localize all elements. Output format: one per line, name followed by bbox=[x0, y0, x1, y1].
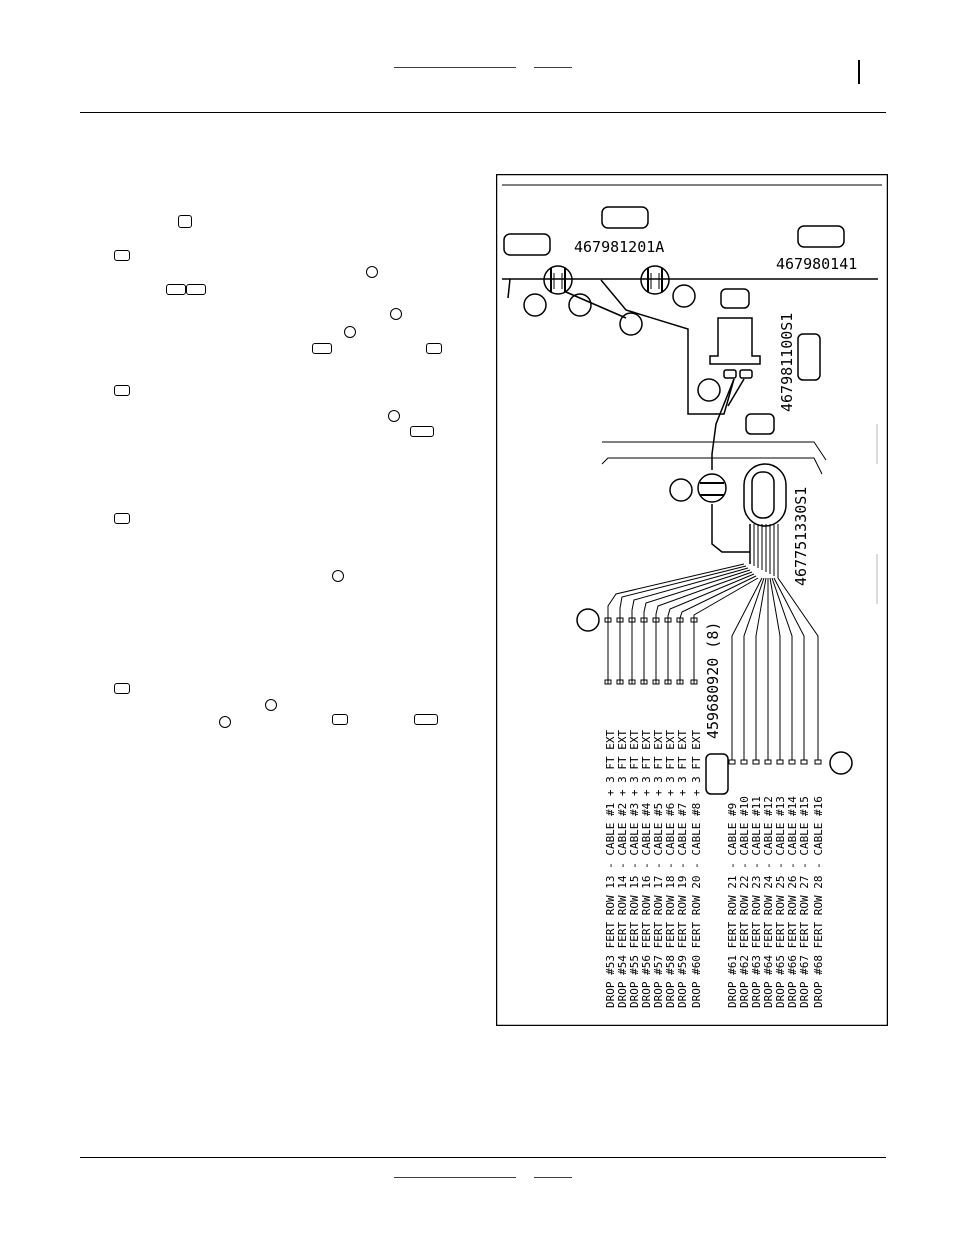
callout-box bbox=[178, 215, 192, 228]
right-drop-markers bbox=[728, 759, 822, 765]
callout-box bbox=[332, 714, 348, 725]
callout-circle bbox=[576, 608, 600, 632]
part-number-splitter: 467751330S1 bbox=[792, 487, 810, 586]
callout-box bbox=[601, 206, 649, 229]
splitter-outer bbox=[743, 463, 787, 527]
cable-d bbox=[727, 378, 745, 407]
drop-label: DROP #61 FERT ROW 21 - CABLE #9 bbox=[726, 803, 739, 1008]
callout-circle bbox=[669, 478, 693, 502]
drop-label: DROP #65 FERT ROW 25 - CABLE #13 bbox=[774, 796, 787, 1008]
callout-box bbox=[114, 683, 130, 694]
drop-label: DROP #63 FERT ROW 23 - CABLE #11 bbox=[750, 796, 763, 1008]
connector-3 bbox=[697, 473, 727, 503]
callout-box bbox=[410, 426, 434, 437]
callout-box bbox=[114, 385, 130, 396]
callout-circle bbox=[619, 312, 643, 336]
drop-label: DROP #60 FERT ROW 20 - CABLE #8 + 3 FT E… bbox=[690, 729, 703, 1008]
callout-circle bbox=[390, 308, 402, 320]
left-fan bbox=[607, 563, 759, 684]
part-number-extension: 467981201A bbox=[574, 238, 664, 256]
header-rule bbox=[80, 112, 886, 113]
header-link-2[interactable] bbox=[534, 67, 572, 68]
callout-box bbox=[114, 513, 130, 524]
cable-e bbox=[711, 504, 750, 553]
callout-circle bbox=[366, 266, 378, 278]
drop-label: DROP #57 FERT ROW 17 - CABLE #5 + 3 FT E… bbox=[652, 729, 665, 1008]
footer-link-2[interactable] bbox=[534, 1177, 572, 1178]
callout-box bbox=[797, 333, 821, 381]
callout-box bbox=[166, 284, 186, 295]
left-drop-markers bbox=[604, 617, 698, 685]
callout-circle bbox=[332, 570, 344, 582]
callout-box bbox=[745, 413, 775, 435]
footer-link-1[interactable] bbox=[394, 1177, 516, 1178]
adapter-pin bbox=[739, 369, 753, 379]
splitter-inner bbox=[751, 471, 775, 519]
drop-labels-right: DROP #61 FERT ROW 21 - CABLE #9 DROP #62… bbox=[726, 796, 825, 1008]
drop-label: DROP #56 FERT ROW 16 - CABLE #4 + 3 FT E… bbox=[640, 729, 653, 1008]
page-number-bar bbox=[858, 60, 860, 84]
adapter-pin bbox=[723, 369, 737, 379]
part-number-main: 467980141 bbox=[776, 255, 857, 273]
harness-drop bbox=[507, 278, 511, 299]
drop-label: DROP #64 FERT ROW 24 - CABLE #12 bbox=[762, 796, 775, 1008]
callout-box bbox=[705, 753, 729, 795]
right-fan bbox=[731, 577, 819, 760]
drop-label: DROP #66 FERT ROW 26 - CABLE #14 bbox=[786, 796, 799, 1008]
drop-label: DROP #54 FERT ROW 14 - CABLE #2 + 3 FT E… bbox=[616, 729, 629, 1008]
drop-label: DROP #62 FERT ROW 22 - CABLE #10 bbox=[738, 796, 751, 1008]
callout-box bbox=[503, 233, 551, 256]
drop-label: DROP #59 FERT ROW 19 - CABLE #7 + 3 FT E… bbox=[676, 729, 689, 1008]
callout-box bbox=[312, 343, 332, 354]
toolbar-edge bbox=[602, 441, 827, 461]
callout-box bbox=[797, 225, 845, 248]
callout-circle bbox=[523, 293, 547, 317]
drop-label: DROP #55 FERT ROW 15 - CABLE #3 + 3 FT E… bbox=[628, 729, 641, 1008]
cable-a bbox=[565, 291, 627, 319]
callout-box bbox=[720, 288, 750, 309]
callout-circle bbox=[568, 293, 592, 317]
connector-2 bbox=[640, 265, 670, 295]
callout-box bbox=[186, 284, 206, 295]
drop-label: DROP #53 FERT ROW 13 - CABLE #1 + 3 FT E… bbox=[604, 729, 617, 1008]
part-number-adapter: 467981100S1 bbox=[778, 313, 796, 412]
callout-circle bbox=[672, 284, 696, 308]
cable-c bbox=[711, 378, 735, 470]
callout-box bbox=[114, 250, 130, 261]
callout-box bbox=[414, 714, 438, 725]
callout-box bbox=[426, 343, 442, 354]
drop-label: DROP #68 FERT ROW 28 - CABLE #16 bbox=[812, 796, 825, 1008]
part-number-fert-cable: 459680920 (8) bbox=[704, 622, 722, 739]
cable-b bbox=[600, 279, 735, 415]
callout-circle bbox=[219, 716, 231, 728]
header-link-1[interactable] bbox=[394, 67, 516, 68]
diagram-frame bbox=[496, 174, 888, 1026]
drop-labels-left: DROP #53 FERT ROW 13 - CABLE #1 + 3 FT E… bbox=[604, 729, 703, 1008]
drop-label: DROP #58 FERT ROW 18 - CABLE #6 + 3 FT E… bbox=[664, 729, 677, 1008]
toolbar-edge bbox=[601, 457, 823, 475]
splitter-leads bbox=[753, 524, 779, 578]
adapter-body bbox=[709, 317, 761, 365]
callout-circle bbox=[344, 326, 356, 338]
connector-1 bbox=[543, 265, 573, 295]
wiring-diagram: 467981201A 467980141 467981100S1 4677513… bbox=[496, 174, 888, 1026]
callout-circle bbox=[388, 410, 400, 422]
footer-rule bbox=[80, 1157, 886, 1158]
callout-circle bbox=[265, 699, 277, 711]
drop-label: DROP #67 FERT ROW 27 - CABLE #15 bbox=[798, 796, 811, 1008]
callout-circle bbox=[697, 378, 721, 402]
callout-circle bbox=[829, 751, 853, 775]
